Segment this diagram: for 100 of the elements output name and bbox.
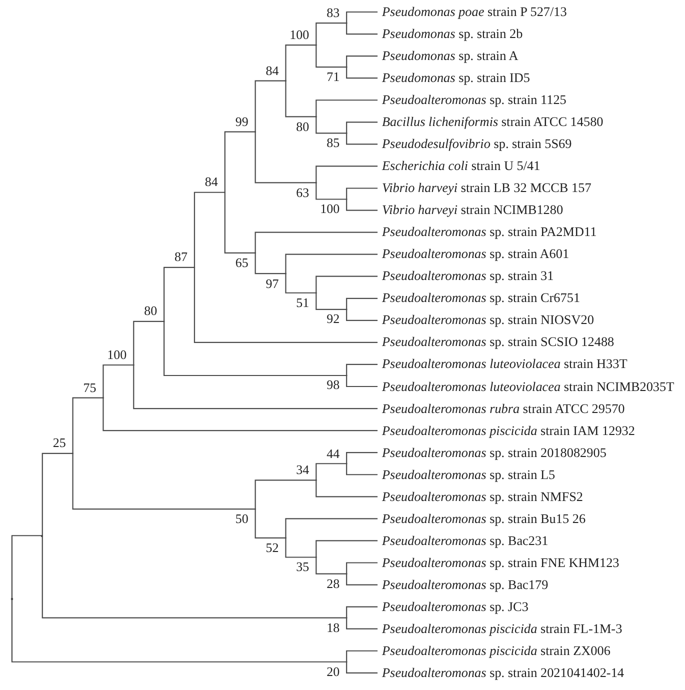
bootstrap-value: 80 [296,116,316,134]
bootstrap-value: 71 [326,67,347,84]
tree-branch [254,480,317,510]
tree-branch [346,308,378,321]
tree-branch [285,518,378,539]
tree-branch [346,562,378,574]
bootstrap-value: 18 [326,618,347,635]
taxon-label: Pseudoalteromonas sp. strain L5 [377,466,556,483]
tree-branch [346,132,378,145]
bootstrap-value: 63 [296,182,316,200]
bootstrap-value: 25 [52,436,73,454]
bootstrap-value: 100 [320,199,347,216]
tree-branch [42,452,74,536]
tree-branch [316,116,348,134]
taxon-label: Pseudodesulfovibrio sp. strain 5S69 [377,136,572,152]
tree-branch [254,232,378,254]
bootstrap-value: 65 [235,252,256,270]
bootstrap-value: 80 [144,304,164,322]
taxon-label: Pseudoalteromonas sp. strain PA2MD11 [377,224,597,240]
bootstrap-value: 87 [174,250,194,268]
branch-point [41,534,44,537]
tree-branch [254,131,317,184]
taxon-label: Pseudoalteromonas piscicida strain IAM 12932 [377,422,635,439]
tree-branch [346,573,378,586]
tree-branch [102,397,378,432]
taxon-label: Pseudoalteromonas sp. strain Bu15 26 [377,510,586,527]
tree-branch [316,292,348,310]
bootstrap-value: 100 [290,28,316,46]
bootstrap-value: 51 [296,292,316,310]
taxon-label: Pseudomonas poae strain P 527/13 [377,4,567,20]
tree-branch [346,463,378,476]
bootstrap-value: 97 [266,274,286,291]
bootstrap-value: 84 [204,175,225,192]
bootstrap-value: 92 [326,309,347,326]
tree-branch [316,22,348,46]
tree-branch [316,480,378,498]
bootstrap-value: 84 [266,64,286,81]
tree-branch [194,266,378,343]
taxon-label: Pseudoalteromonas luteoviolacea strain H33T [377,356,628,372]
bootstrap-value: 52 [266,538,286,555]
tree-branch [316,44,348,68]
bootstrap-value: 100 [107,348,134,365]
tree-branch [285,254,378,274]
tree-branch [316,556,348,574]
bootstrap-value: 75 [83,380,104,398]
tree-branch [346,66,378,79]
taxon-label: Escherichia coli strain U 5/41 [377,158,540,174]
taxon-label: Pseudoalteromonas sp. JC3 [377,598,528,615]
taxon-label: Bacillus licheniformis strain ATCC 14580 [377,114,604,130]
tree-branch [346,198,378,211]
tree-branch [346,22,378,35]
taxon-label: Pseudoalteromonas sp. Bac231 [377,532,548,549]
tree-branch [346,298,378,310]
taxon-label: Pseudoalteromonas sp. strain NIOSV20 [377,312,594,328]
tree-branch [346,617,378,630]
tree-branch [346,374,378,388]
tree-branch [224,131,256,193]
bootstrap-value: 35 [296,557,316,574]
taxon-label: Pseudomonas sp. strain 2b [377,26,523,42]
taxon-label: Pseudoalteromonas sp. strain 2021041402-14 [377,664,624,681]
tree-branch [346,364,378,376]
tree-branch [346,122,378,134]
tree-branch [133,320,165,366]
tree-branch [285,273,317,294]
bootstrap-value: 20 [326,662,347,679]
taxon-label: Pseudoalteromonas sp. strain 31 [377,268,554,284]
tree-branch [11,535,42,598]
tree-branch [316,166,378,184]
tree-branch [254,252,286,274]
taxon-label: Pseudoalteromonas rubra strain ATCC 29570 [377,400,625,417]
tree-branch [285,537,317,558]
taxon-label: Vibrio harveyi strain NCIMB1280 [377,202,564,218]
tree-branch [285,44,317,82]
tree-branch [316,463,348,481]
tree-branch [316,100,378,118]
tree-branch [254,508,286,539]
taxon-label: Pseudoalteromonas sp. strain SCSIO 12488 [377,334,614,350]
taxon-label: Pseudoalteromonas sp. strain A601 [377,246,570,262]
taxon-label: Pseudoalteromonas piscicida strain ZX006 [377,642,610,659]
taxon-label: Pseudoalteromonas sp. strain 1125 [377,92,566,108]
tree-branch [316,276,378,294]
taxon-label: Pseudoalteromonas luteoviolacea strain NCIMB2035T [377,378,674,394]
tree-branch [346,661,378,674]
taxon-label: Pseudoalteromonas sp. Bac179 [377,576,548,593]
taxon-label: Pseudoalteromonas sp. strain NMFS2 [377,488,584,505]
bootstrap-value: 34 [296,463,316,480]
taxon-label: Pseudoalteromonas sp. strain FNE KHM123 [377,554,620,571]
tree-branch [346,56,378,68]
tree-branch [316,182,348,200]
bootstrap-value: 50 [235,509,256,526]
tree-branch [346,11,378,24]
bootstrap-value: 28 [326,574,347,591]
bootstrap-value: 83 [326,6,347,24]
tree-branch [102,364,134,398]
bootstrap-value: 99 [235,114,256,132]
taxon-label: Vibrio harveyi strain LB 32 MCCB 157 [377,180,592,196]
tree-branch [346,650,378,662]
tree-branch [133,364,378,410]
tree-branch [164,266,196,322]
tree-branch [346,606,378,618]
